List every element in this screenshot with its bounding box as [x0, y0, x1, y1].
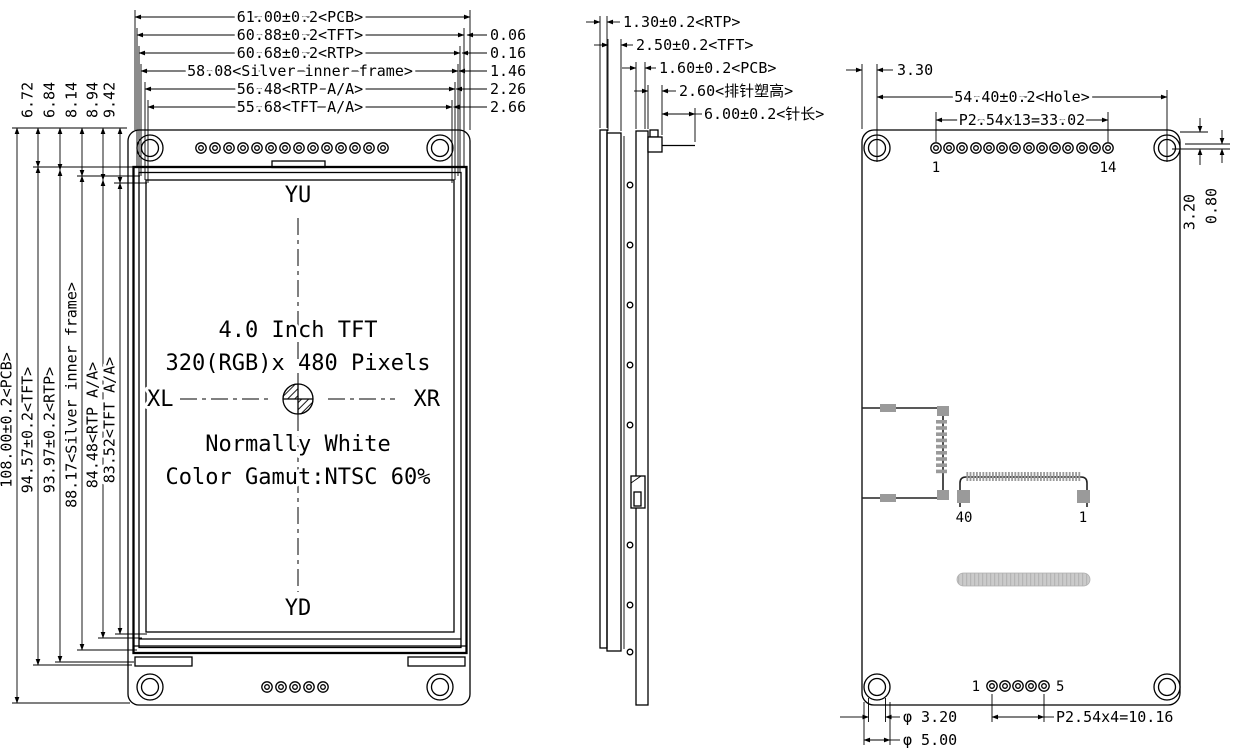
front-top-dimensions: 61.00±0.2<PCB> 60.88±0.2<TFT> 60.68±0.2<… [134, 5, 526, 183]
dim-top-pin-pitch: P2.54x13=33.02 [959, 111, 1085, 129]
bottom-pin-5-label: 5 [1056, 679, 1064, 695]
dim-pcb-thickness: 1.60±0.2<PCB> [659, 59, 776, 77]
dim-rtp-height: 93.97±0.2<RTP> [41, 367, 59, 493]
side-pin-header [647, 129, 695, 153]
dim-rtp-top-offset: 6.84 [41, 82, 59, 118]
dim-tft-top-offset: 6.72 [19, 82, 37, 118]
front-centerlines [180, 218, 395, 592]
label-xl: XL [147, 387, 174, 412]
side-dimensions: 1.30±0.2<RTP> 2.50±0.2<TFT> 1.60±0.2<PCB… [586, 13, 824, 142]
side-stack [599, 129, 695, 706]
dim-tftaa-top-offset: 9.42 [101, 82, 119, 118]
bottom-pin-1-label: 1 [972, 679, 980, 695]
dim-tft-aa-height: 83.52<TFT A/A> [101, 357, 119, 483]
offset-rtp: 0.16 [490, 44, 526, 62]
dim-hole-inner-dia: φ 3.20 [903, 708, 957, 726]
dim-pcb-height: 108.00±0.2<PCB> [0, 352, 16, 487]
screen-line-2: 320(RGB)x 480 Pixels [166, 351, 431, 376]
top-pin-1-label: 1 [932, 160, 940, 176]
center-mark-symbol [282, 383, 314, 415]
dim-rtp-thickness: 1.30±0.2<RTP> [623, 13, 740, 31]
dim-hole-outer-dia: φ 5.00 [903, 731, 957, 749]
mount-hole [426, 134, 454, 162]
top-pin-14-label: 14 [1100, 160, 1117, 176]
screen-line-3: Normally White [205, 432, 390, 457]
fpc-pin-40-label: 40 [956, 510, 973, 526]
mount-hole [426, 673, 454, 701]
back-top-pin-row: 1 14 [930, 142, 1117, 176]
front-screen-text: YU YD 4.0 Inch TFT 320(RGB)x 480 Pixels … [144, 183, 444, 621]
label-yu: YU [285, 183, 312, 208]
dim-hole-span: 54.40±0.2<Hole> [954, 88, 1089, 106]
back-socket-footprint [862, 404, 949, 502]
side-view: 1.30±0.2<RTP> 2.50±0.2<TFT> 1.60±0.2<PCB… [586, 13, 824, 706]
mount-hole [1153, 673, 1181, 701]
dim-hole-pin-offset: 0.80 [1203, 188, 1221, 224]
front-display-stack [132, 160, 468, 667]
dim-tft-aa-width: 55.68<TFT A/A> [237, 98, 363, 116]
dim-frame-top-offset: 8.14 [63, 82, 81, 118]
back-rubber-bar [956, 572, 1091, 587]
dim-pin-length: 6.00±0.2<针长> [704, 105, 824, 123]
front-view: YU YD 4.0 Inch TFT 320(RGB)x 480 Pixels … [0, 5, 526, 706]
front-left-dimensions: 6.72 6.84 8.14 8.94 9.42 108.00±0.2<PCB>… [0, 82, 147, 704]
dim-header-plastic-height: 2.60<排针塑高> [679, 82, 793, 100]
mount-hole [863, 673, 891, 701]
dim-tft-thickness: 2.50±0.2<TFT> [636, 36, 753, 54]
dim-silver-frame-width: 58.08<Silver inner frame> [187, 62, 413, 80]
offset-silver-frame: 1.46 [490, 62, 526, 80]
dim-rtp-aa-height: 84.48<RTP A/A> [84, 362, 102, 488]
back-bottom-dimensions: φ 3.20 φ 5.00 P2.54x4=10.16 [840, 694, 1173, 749]
back-pcb-outline [861, 129, 1181, 706]
mount-hole [136, 673, 164, 701]
offset-tft-aa: 2.66 [490, 98, 526, 116]
dim-pin-row-offset: 3.20 [1181, 194, 1199, 230]
screen-line-1: 4.0 Inch TFT [219, 318, 378, 343]
dim-rtp-width: 60.68±0.2<RTP> [237, 44, 363, 62]
dim-edge-to-hole: 3.30 [897, 61, 933, 79]
back-view: 1 14 40 1 1 5 [840, 61, 1230, 749]
dim-bottom-pin-pitch: P2.54x4=10.16 [1056, 708, 1173, 726]
fpc-pin-1-label: 1 [1079, 510, 1087, 526]
dim-rtp-aa-width: 56.48<RTP A/A> [237, 80, 363, 98]
back-bottom-pin-row: 1 5 [972, 679, 1065, 695]
screen-line-4: Color Gamut:NTSC 60% [166, 465, 431, 490]
side-fpc-connector [630, 475, 646, 509]
offset-tft: 0.06 [490, 26, 526, 44]
back-top-dimensions: 3.30 54.40±0.2<Hole> P2.54x13=33.02 [846, 61, 1168, 162]
dim-silver-frame-height: 88.17<Silver inner frame> [63, 282, 81, 508]
label-xr: XR [414, 387, 441, 412]
dim-rtpaa-top-offset: 8.94 [84, 82, 102, 118]
offset-rtp-aa: 2.26 [490, 80, 526, 98]
front-pcb-outline [127, 129, 471, 706]
dim-pcb-width: 61.00±0.2<PCB> [237, 8, 363, 26]
dim-tft-height: 94.57±0.2<TFT> [19, 367, 37, 493]
back-right-dimensions: 3.20 0.80 [1172, 118, 1230, 230]
back-fpc-connector-footprint: 40 1 [956, 472, 1090, 526]
dim-tft-width: 60.88±0.2<TFT> [237, 26, 363, 44]
label-yd: YD [285, 596, 312, 621]
